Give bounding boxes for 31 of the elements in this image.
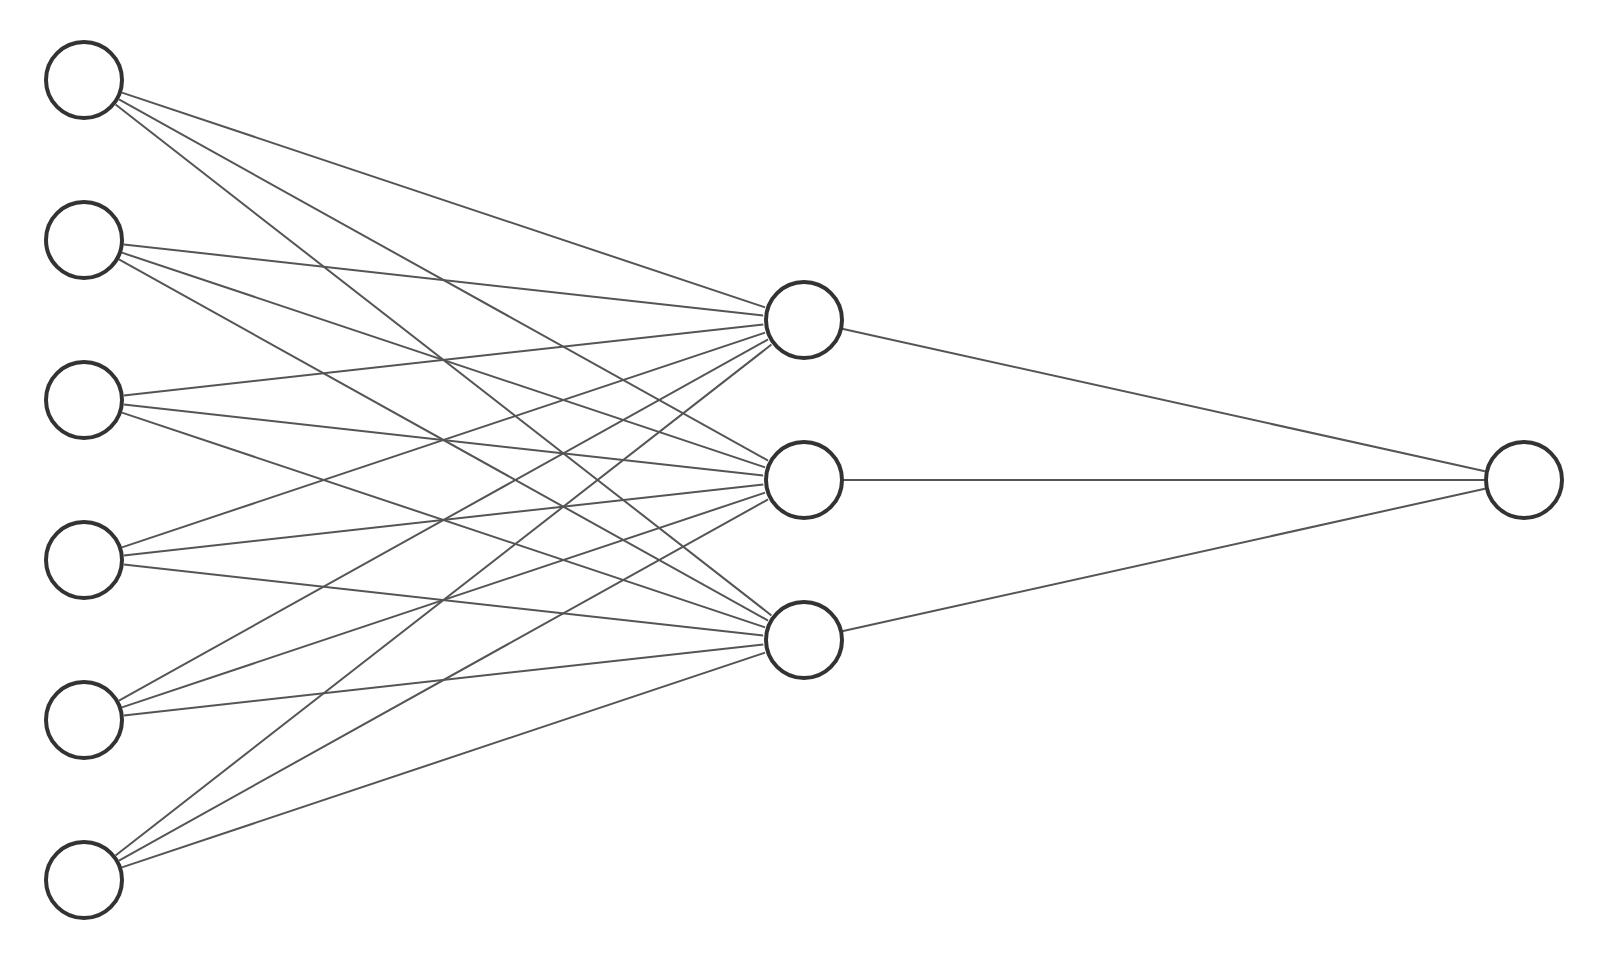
connector-line [841, 487, 1486, 633]
circle-node [44, 520, 124, 600]
circle-node [44, 840, 124, 920]
connector-line [120, 91, 767, 309]
connector-line [114, 103, 773, 617]
connector-line [117, 258, 770, 622]
connector-line [842, 479, 1485, 481]
connector-line [120, 491, 767, 709]
connector-line [122, 483, 765, 557]
circle-node [1484, 440, 1564, 520]
connector-line [122, 403, 765, 477]
connector-line [117, 338, 770, 702]
connector-line [122, 323, 765, 397]
connector-line [122, 243, 765, 317]
connector-line [120, 651, 767, 869]
connector-line [120, 411, 767, 629]
connector-line [114, 343, 773, 857]
circle-node [763, 600, 843, 680]
circle-node [44, 40, 124, 120]
circle-node [44, 200, 124, 280]
circle-node [763, 280, 843, 360]
circle-node [44, 680, 124, 760]
connector-line [122, 563, 765, 637]
connector-line [117, 498, 770, 862]
connector-line [841, 327, 1486, 473]
connector-line [117, 98, 770, 462]
connector-line [120, 251, 767, 469]
connector-line [120, 331, 767, 549]
circle-node [44, 360, 124, 440]
connector-line [122, 643, 765, 717]
circle-node [763, 440, 843, 520]
